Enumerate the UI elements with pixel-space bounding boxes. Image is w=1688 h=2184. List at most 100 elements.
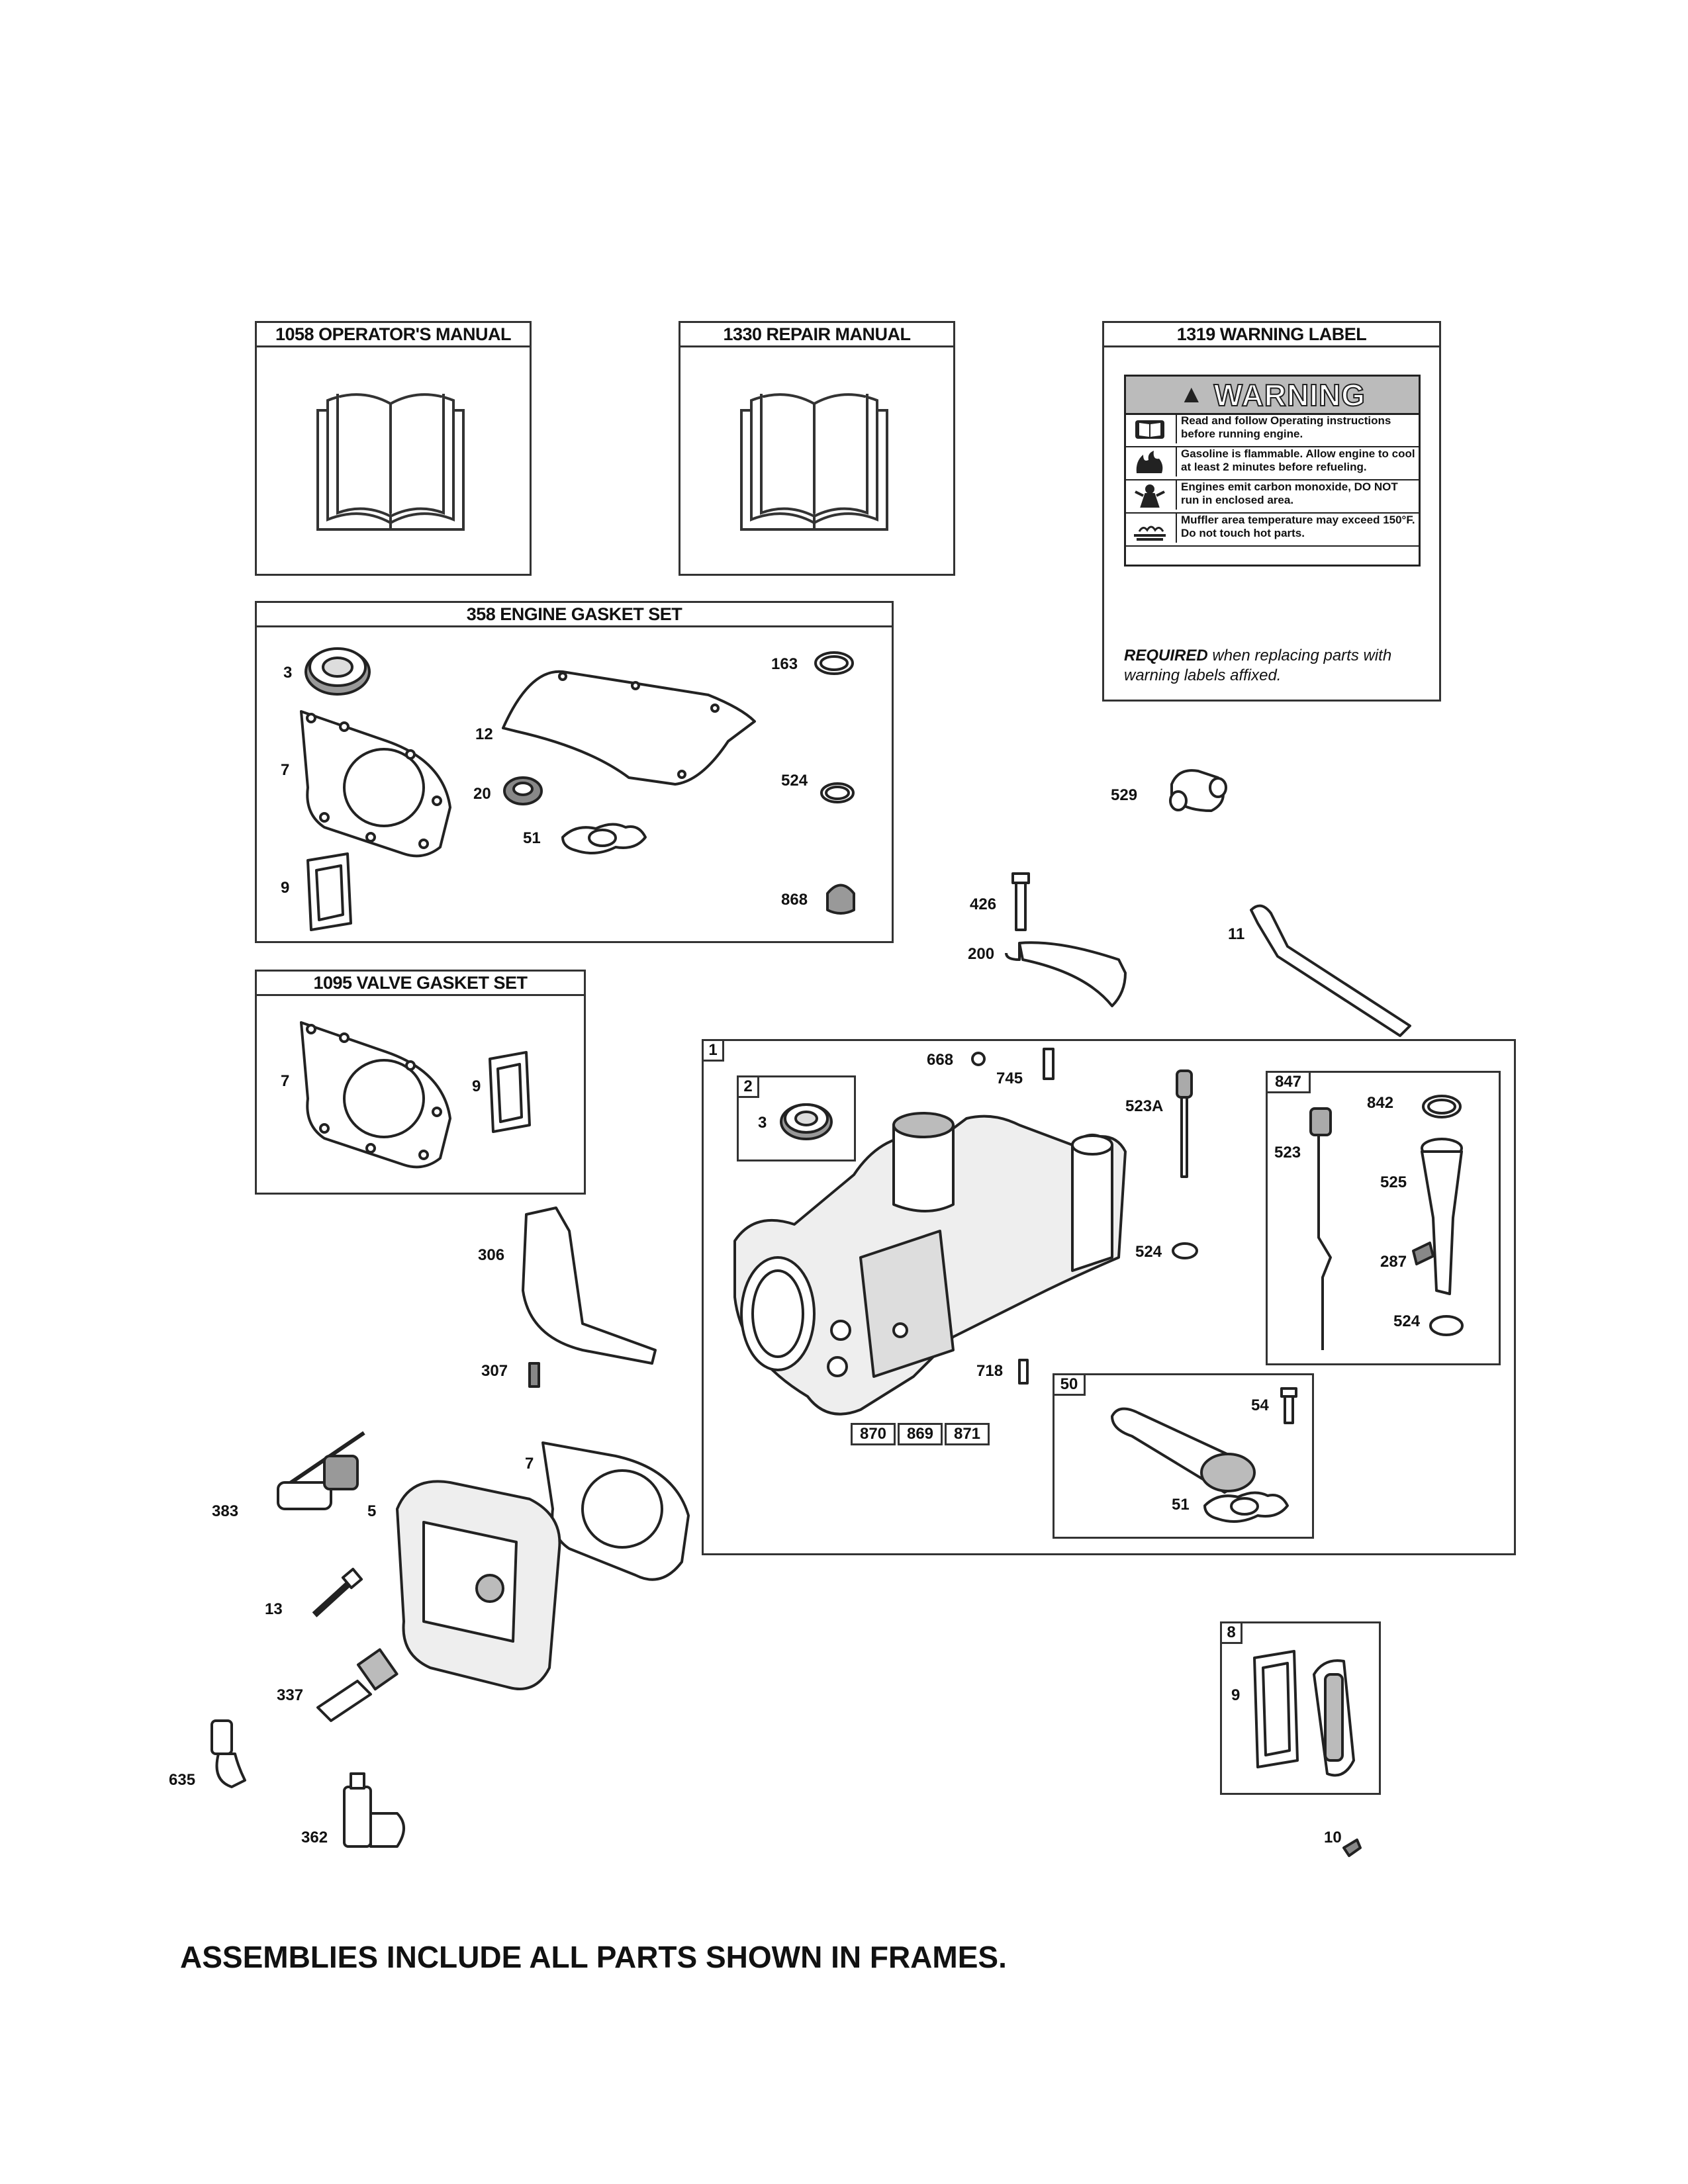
seal-small-part <box>503 776 543 805</box>
o-ring-part <box>814 651 854 675</box>
part-label: 337 <box>277 1686 304 1704</box>
part-label: 9 <box>1231 1686 1241 1704</box>
part-label: 306 <box>478 1246 505 1264</box>
tag-1: 1 <box>702 1039 724 1062</box>
part-label: 745 <box>996 1069 1023 1087</box>
part-label: 200 <box>968 945 995 963</box>
part-label: 3 <box>758 1114 767 1132</box>
oil-tube-part <box>1250 904 1411 1037</box>
warning-label-frame: 1319 WARNING LABEL ▲ WARNING Read and fo… <box>1102 321 1441 702</box>
exhaust-fumes-icon <box>1130 482 1170 508</box>
part-label: 13 <box>265 1600 283 1618</box>
part-label: 9 <box>472 1077 481 1095</box>
part-label: 51 <box>1172 1496 1190 1514</box>
part-label: 10 <box>1324 1829 1342 1846</box>
part-label: 20 <box>473 785 491 803</box>
cylinder-block-part <box>733 1112 1127 1416</box>
exhaust-gasket-part <box>1203 1491 1289 1523</box>
repair-manual-title: 1330 REPAIR MANUAL <box>679 321 955 347</box>
warning-decal: ▲ WARNING Read and follow Operating inst… <box>1124 375 1421 567</box>
part-label: 5 <box>367 1502 377 1520</box>
part-label: 12 <box>475 725 493 743</box>
part-label: 163 <box>771 655 798 673</box>
warning-label-title: 1319 WARNING LABEL <box>1102 321 1441 347</box>
valve-gasket-set-frame: 1095 VALVE GASKET SET <box>255 970 586 1195</box>
part-label: 3 <box>283 664 293 682</box>
warning-row-fire: Gasoline is flammable. Allow engine to c… <box>1126 446 1419 480</box>
screw-part <box>1342 1839 1362 1857</box>
manual-book-icon <box>740 393 888 531</box>
warning-triangle-icon: ▲ <box>1179 381 1205 408</box>
air-guide-part <box>522 1206 657 1365</box>
breather-cover-frame <box>1220 1621 1381 1795</box>
crankcase-gasket-part <box>502 670 756 786</box>
manual-book-icon <box>316 393 465 531</box>
cylinder-block-assembly-frame <box>702 1039 1516 1555</box>
o-ring-part <box>1172 1242 1198 1259</box>
head-bolt-part <box>312 1567 363 1617</box>
head-gasket-part <box>300 1021 451 1169</box>
part-label: 362 <box>301 1829 328 1846</box>
valve-cover-part <box>1313 1659 1355 1777</box>
tag-869: 869 <box>898 1423 943 1445</box>
part-label: 383 <box>212 1502 239 1520</box>
part-label: 524 <box>1393 1312 1421 1330</box>
part-label: 7 <box>281 761 290 779</box>
engine-gasket-set-title: 358 ENGINE GASKET SET <box>255 601 894 627</box>
tag-871: 871 <box>945 1423 990 1445</box>
warning-heading: ▲ WARNING <box>1126 377 1419 415</box>
dipstick-tube-part <box>1421 1138 1463 1295</box>
elbow-fitting-part <box>211 1719 246 1788</box>
valve-cover-gasket-part <box>306 852 352 931</box>
bolt-part <box>1011 872 1030 931</box>
screw-part <box>1412 1242 1434 1265</box>
part-label: 426 <box>970 895 997 913</box>
oil-seal-part <box>305 647 371 696</box>
part-label: 9 <box>281 879 290 897</box>
dowel-part <box>1043 1048 1055 1080</box>
breather-tube-part <box>1111 1407 1256 1494</box>
oil-seal-part <box>780 1103 833 1140</box>
book-icon <box>1130 416 1170 441</box>
repair-manual-frame: 1330 REPAIR MANUAL <box>679 321 955 576</box>
hot-surface-icon <box>1130 516 1170 541</box>
operators-manual-frame: 1058 OPERATOR'S MANUAL <box>255 321 532 576</box>
part-label: 523 <box>1274 1144 1301 1161</box>
breather-valve-part <box>343 1772 405 1848</box>
engine-gasket-set-frame: 358 ENGINE GASKET SET <box>255 601 894 943</box>
part-label: 635 <box>169 1771 196 1789</box>
fire-icon <box>1130 449 1170 475</box>
operators-manual-title: 1058 OPERATOR'S MANUAL <box>255 321 532 347</box>
warning-row-manual: Read and follow Operating instructions b… <box>1126 413 1419 447</box>
assemblies-note: ASSEMBLIES INCLUDE ALL PARTS SHOWN IN FR… <box>180 1940 1007 1974</box>
screw-part <box>528 1362 540 1388</box>
part-label: 307 <box>481 1362 508 1380</box>
dipstick-part <box>1309 1107 1332 1350</box>
grommet-part <box>826 884 855 915</box>
screw-part <box>1280 1387 1297 1424</box>
part-label: 51 <box>523 829 541 847</box>
fuel-fitting-part <box>277 1431 365 1510</box>
cylinder-head-part <box>396 1480 561 1690</box>
exhaust-gasket-part <box>561 823 647 854</box>
part-label: 842 <box>1367 1094 1394 1112</box>
warning-row-hot: Muffler area temperature may exceed 150°… <box>1126 512 1419 547</box>
spark-plug-part <box>316 1648 399 1722</box>
valve-gasket-set-title: 1095 VALVE GASKET SET <box>255 970 586 996</box>
seal-subframe <box>737 1075 856 1161</box>
part-label: 287 <box>1380 1253 1407 1271</box>
part-label: 7 <box>281 1072 290 1090</box>
plug-part <box>971 1052 986 1066</box>
dowel-part <box>1018 1359 1029 1385</box>
valve-cover-gasket-part <box>1253 1650 1299 1768</box>
tag-847: 847 <box>1266 1071 1311 1093</box>
valve-cover-gasket-part <box>489 1051 531 1133</box>
dipstick-assembly-frame <box>1266 1071 1501 1365</box>
part-label: 718 <box>976 1362 1004 1380</box>
o-ring-part <box>1422 1095 1462 1118</box>
tag-2: 2 <box>737 1075 759 1098</box>
part-label: 668 <box>927 1051 954 1069</box>
part-label: 523A <box>1125 1097 1164 1115</box>
